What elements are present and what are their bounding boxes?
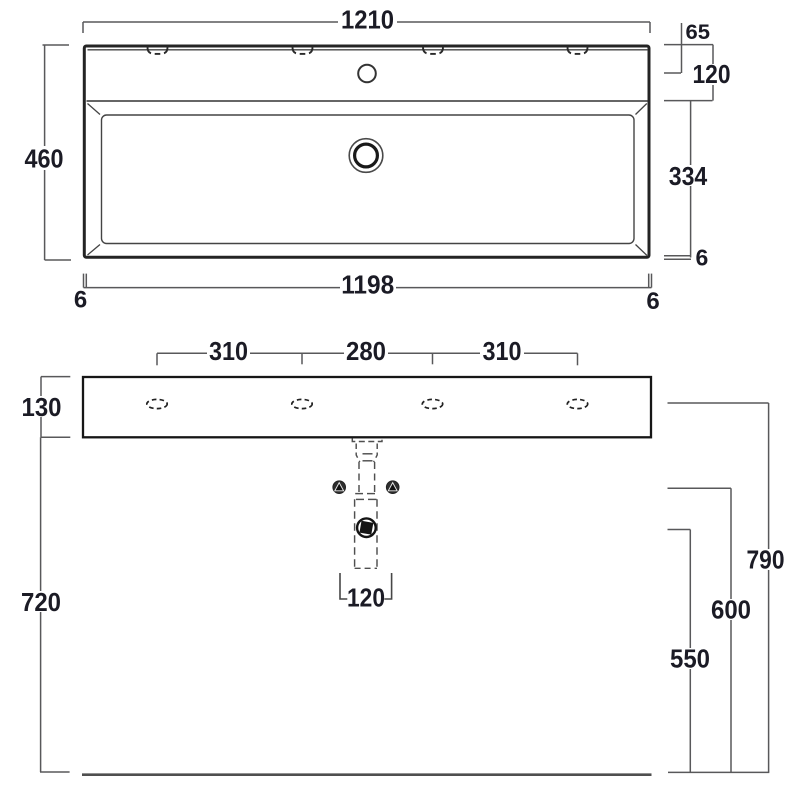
svg-text:65: 65 xyxy=(686,21,711,44)
svg-text:6: 6 xyxy=(646,288,659,315)
svg-text:600: 600 xyxy=(711,595,751,625)
svg-text:460: 460 xyxy=(25,144,64,174)
svg-text:6: 6 xyxy=(696,245,709,271)
svg-text:130: 130 xyxy=(22,392,62,422)
svg-text:6: 6 xyxy=(74,287,87,314)
svg-text:720: 720 xyxy=(21,587,61,617)
svg-text:310: 310 xyxy=(483,336,522,366)
svg-text:334: 334 xyxy=(669,161,708,191)
svg-text:1210: 1210 xyxy=(341,5,394,35)
svg-text:1198: 1198 xyxy=(341,270,394,300)
svg-text:280: 280 xyxy=(346,336,386,366)
svg-text:120: 120 xyxy=(347,583,385,613)
svg-text:550: 550 xyxy=(670,644,710,674)
svg-text:790: 790 xyxy=(747,545,785,575)
svg-text:310: 310 xyxy=(209,336,248,366)
svg-text:120: 120 xyxy=(693,59,731,89)
